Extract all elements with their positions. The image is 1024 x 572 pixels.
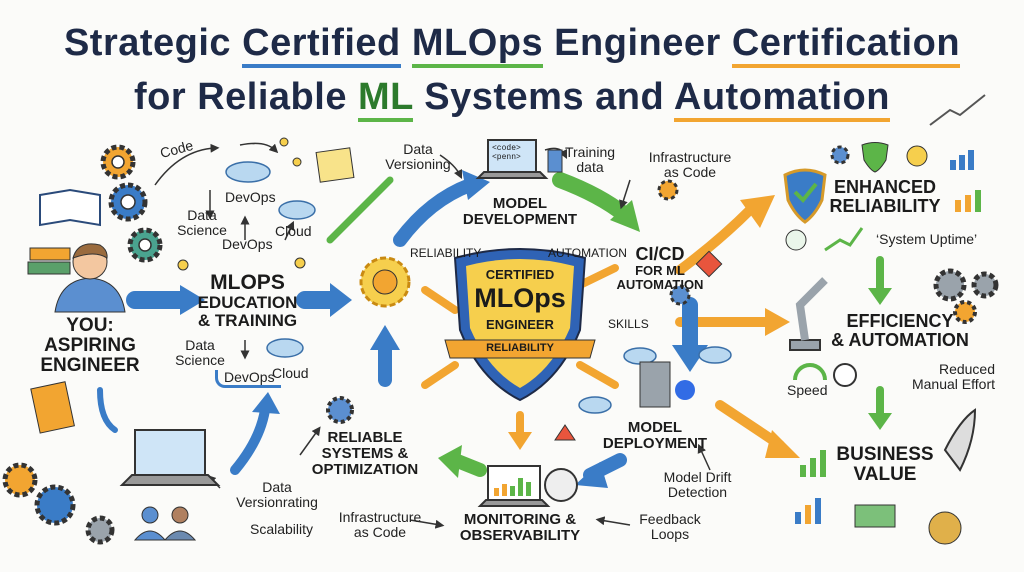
label-system-uptime: ‘System Uptime’: [876, 231, 978, 247]
checklist-icon: [315, 147, 355, 183]
database-icon: [547, 149, 563, 173]
check-circle-icon: [785, 229, 807, 251]
label-infrastructure-as-code: Infrastructure as Code: [338, 509, 422, 541]
label-scalability: Scalability: [250, 521, 314, 537]
cash-icon: [854, 504, 896, 528]
badge-ribbon: RELIABILITY: [486, 342, 554, 354]
title-line-1: Strategic Certified MLOps Engineer Certi…: [0, 22, 1024, 68]
node-efficiency: EFFICIENCY& AUTOMATION: [831, 311, 969, 350]
gear-icons: [2, 144, 999, 545]
title-word: Strategic: [63, 22, 232, 64]
certified-badge-shield: [444, 248, 596, 402]
label-data-versioning: Data Versioning: [385, 141, 451, 173]
book-icons: [27, 188, 101, 434]
label-training-data: Training data: [564, 144, 616, 176]
shield-check-icon-small: [861, 142, 889, 173]
team-icon: [133, 506, 197, 541]
git-icon: [695, 250, 723, 278]
speedometer-icon: [793, 363, 827, 381]
label-cloud: Cloud: [272, 365, 309, 381]
server-icon: [639, 361, 671, 408]
rocket-icon: [943, 408, 977, 472]
stopwatch-icon: [833, 363, 857, 387]
label-devops: DevOps: [225, 189, 276, 205]
label-reduced-manual-effort: Reduced Manual Effort: [911, 361, 995, 393]
flow-arrows: [97, 170, 892, 488]
label-data-science: Data Science: [177, 207, 227, 239]
label-devops: DevOps: [215, 369, 281, 389]
person-icon: [54, 243, 126, 313]
label-reliability: RELIABILITY: [410, 246, 482, 260]
title-word: ML: [358, 76, 414, 122]
badge-certified: CERTIFIED: [485, 267, 555, 282]
title-word: Certification: [731, 22, 961, 68]
uptime-chart-icon: [824, 227, 864, 252]
label-speed: Speed: [787, 382, 828, 398]
check-circle-icon: [906, 145, 928, 167]
label-infrastructure-as-code: Infrastructure as Code: [648, 149, 732, 181]
code-snippet: <code><penn>: [492, 144, 521, 162]
money-bag-icon: [928, 511, 962, 545]
label-feedback-loops: Feedback Loops: [639, 511, 701, 543]
title-word: Automation: [673, 76, 890, 122]
title-word: MLOps: [411, 22, 544, 68]
node-monitoring: MONITORING &OBSERVABILITY: [459, 511, 581, 544]
badge-mlops: MLOps: [474, 283, 566, 313]
robot-arm-icon: [789, 277, 828, 351]
title-word: for Reliable: [134, 76, 347, 118]
label-automation: AUTOMATION: [548, 246, 627, 260]
cloud-icons: [225, 161, 732, 414]
label-cloud: Cloud: [275, 223, 312, 239]
label-data-versionrating: Data Versionrating: [236, 479, 318, 511]
star-icons: [177, 137, 306, 271]
title-word: Systems and: [424, 76, 665, 118]
label-skills: SKILLS: [608, 317, 649, 331]
bar-chart-icon: [494, 478, 531, 496]
title-line-2: for Reliable ML Systems and Automation: [0, 76, 1024, 122]
label-model-drift: Model Drift Detection: [663, 469, 732, 501]
award-ribbon-icon: [359, 256, 411, 308]
label-devops: DevOps: [222, 236, 273, 252]
growth-chart-icons: [795, 94, 986, 524]
label-data-science: Data Science: [175, 337, 225, 369]
gauge-icon: [544, 468, 578, 502]
title-word: Certified: [242, 22, 401, 68]
warning-icon: [554, 424, 576, 441]
title-word: Engineer: [554, 22, 721, 64]
kubernetes-icon: [675, 380, 695, 400]
badge-engineer: ENGINEER: [486, 317, 554, 332]
